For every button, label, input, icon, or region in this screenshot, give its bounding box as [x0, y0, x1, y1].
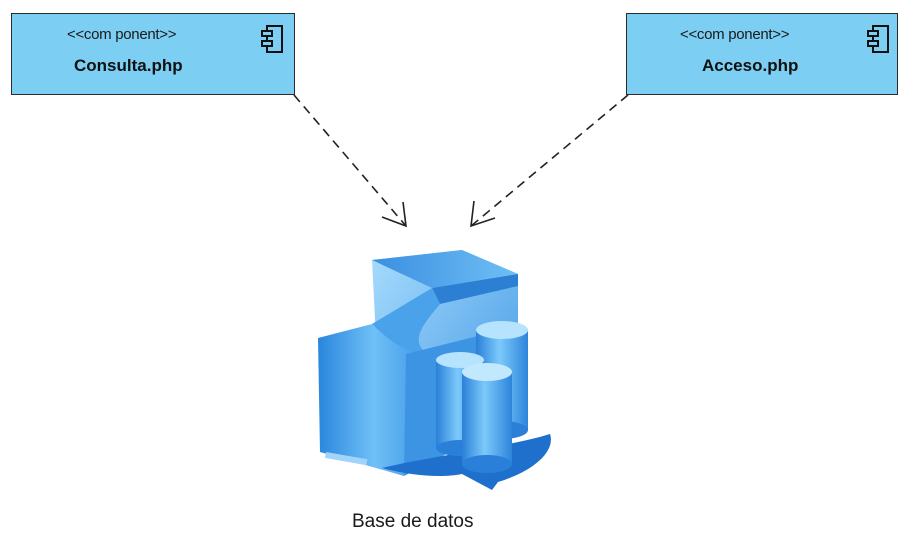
component-stereotype: <<com ponent>>: [67, 26, 177, 43]
dependency-arrow-acceso[interactable]: [470, 94, 629, 228]
component-name: Consulta.php: [74, 56, 183, 75]
database-cylinder: [462, 363, 512, 473]
component-icon: [867, 25, 889, 53]
database-server-icon[interactable]: [312, 246, 562, 496]
component-stereotype: <<com ponent>>: [680, 26, 790, 43]
component-icon: [261, 25, 283, 53]
database-label: Base de datos: [352, 511, 474, 532]
arrowhead-icon: [470, 200, 496, 228]
component-acceso[interactable]: <<com ponent>> Acceso.php: [626, 13, 898, 95]
component-name: Acceso.php: [702, 56, 799, 75]
dependency-arrow-consulta[interactable]: [293, 94, 407, 228]
arrowhead-icon: [381, 201, 407, 228]
component-consulta[interactable]: <<com ponent>> Consulta.php: [11, 13, 295, 95]
